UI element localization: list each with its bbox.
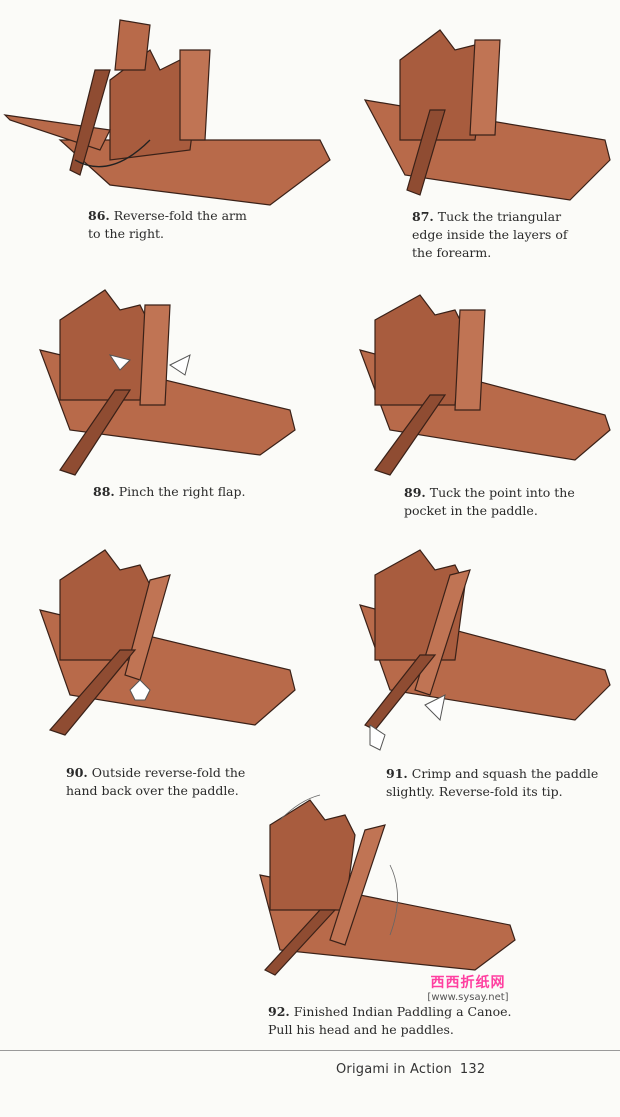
step-88-caption: 88.Pinch the right flap. — [93, 483, 245, 501]
step-number: 86. — [88, 208, 110, 223]
step-91-caption: 91.Crimp and squash the paddle slightly.… — [386, 765, 598, 801]
step-text: Outside reverse-fold the hand back over … — [66, 765, 246, 798]
step-number: 89. — [404, 485, 426, 500]
step-89-caption: 89.Tuck the point into the pocket in the… — [404, 484, 575, 520]
watermark-title: 西西折纸网 — [430, 975, 506, 991]
book-title: Origami in Action — [336, 1062, 452, 1077]
step-90-caption: 90.Outside reverse-fold the hand back ov… — [66, 764, 245, 800]
step-92-caption: 92.Finished Indian Paddling a Canoe. Pul… — [268, 1003, 512, 1039]
step-text: Tuck the triangular edge inside the laye… — [412, 209, 568, 260]
step-number: 90. — [66, 765, 88, 780]
step-86-illustration — [0, 10, 340, 210]
step-text: Tuck the point into the pocket in the pa… — [404, 485, 575, 518]
page-number: 132 — [459, 1062, 486, 1077]
step-91-illustration — [350, 545, 620, 760]
step-86-caption: 86.Reverse-fold the arm to the right. — [88, 207, 247, 243]
watermark-url: [www.sysay.net] — [427, 992, 509, 1003]
step-92-illustration — [250, 794, 530, 985]
step-number: 92. — [268, 1004, 290, 1019]
step-text: Reverse-fold the arm to the right. — [88, 208, 247, 241]
page-footer: Origami in Action 132 — [336, 1062, 485, 1077]
step-88-illustration — [30, 280, 310, 480]
step-number: 91. — [386, 766, 408, 781]
step-number: 88. — [93, 484, 115, 499]
site-watermark: 西西折纸网 [www.sysay.net] — [408, 972, 528, 1003]
step-87-illustration — [345, 10, 620, 210]
step-90-illustration — [30, 540, 310, 740]
step-87-caption: 87.Tuck the triangular edge inside the l… — [412, 208, 567, 262]
step-text: Pinch the right flap. — [118, 484, 246, 499]
step-89-illustration — [350, 290, 620, 480]
footer-divider — [0, 1050, 620, 1051]
step-text: Crimp and squash the paddle slightly. Re… — [386, 766, 599, 799]
step-text: Finished Indian Paddling a Canoe. Pull h… — [268, 1004, 512, 1037]
step-number: 87. — [412, 209, 434, 224]
